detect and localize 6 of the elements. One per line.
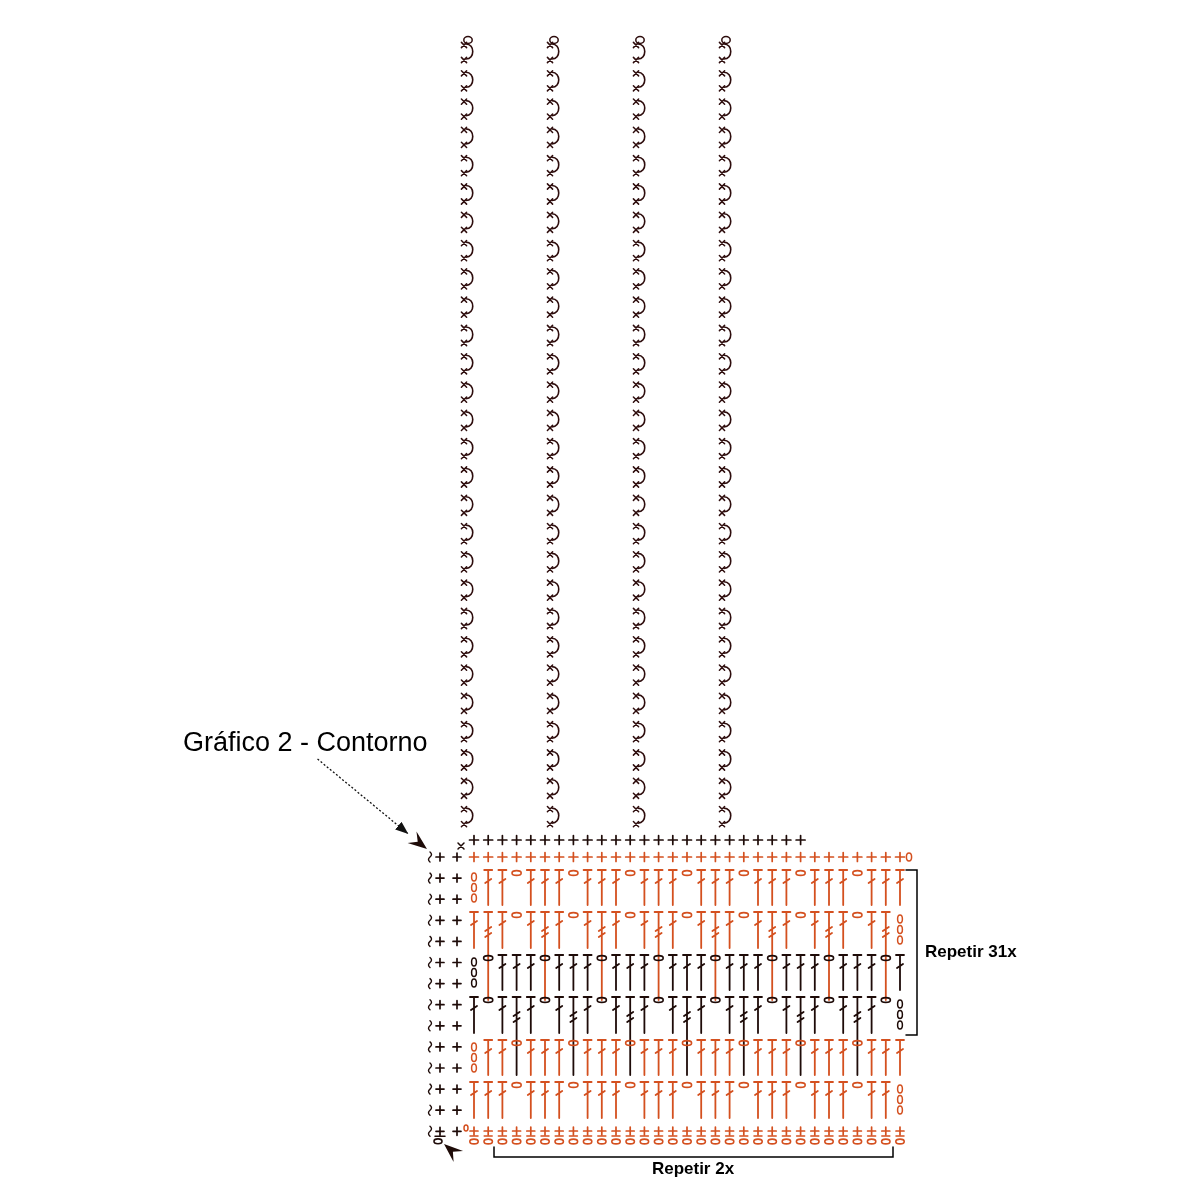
repeat-count-label: Repetir 2x [651,1159,735,1179]
start-marker-icon [444,1144,464,1162]
start-marker-icon [407,831,427,849]
chart-heading: Gráfico 2 - Contorno [183,727,428,759]
repeat-count-label: Repetir 31x [925,942,1017,962]
leader-arrow [316,758,409,834]
